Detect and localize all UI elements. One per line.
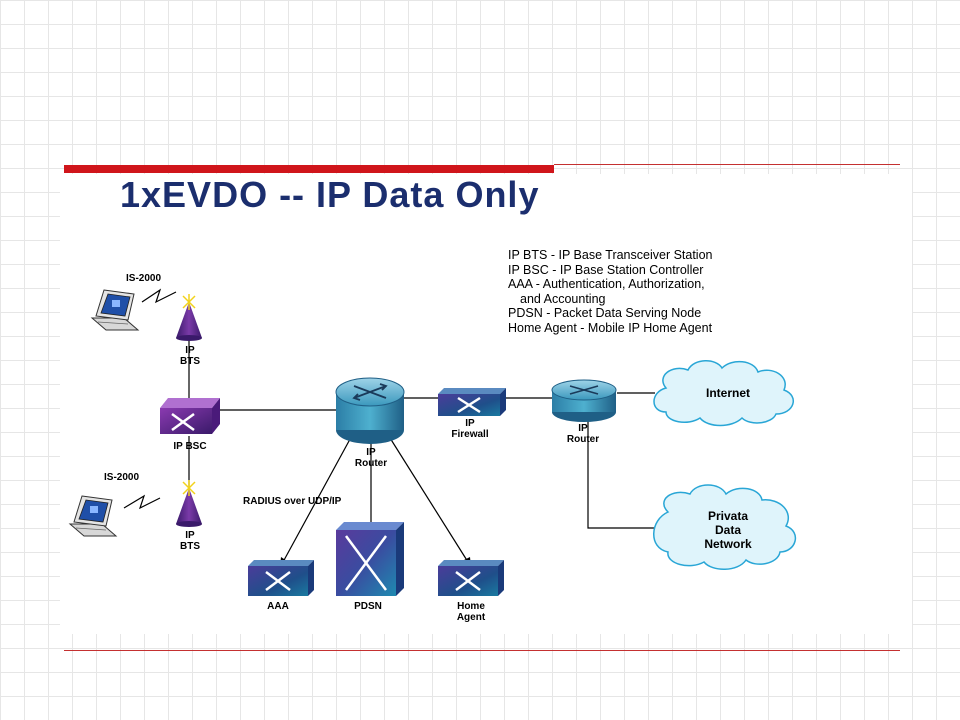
router-main-label-line1: IP	[366, 447, 376, 458]
legend-home-agent: Home Agent - Mobile IP Home Agent	[508, 320, 713, 335]
legend-aaa-cont: and Accounting	[520, 291, 606, 306]
firewall-label: IP Firewall	[440, 418, 500, 440]
router-icon	[551, 379, 617, 422]
private-network-label-line2: Data	[714, 523, 741, 537]
firewall-icon	[438, 388, 506, 416]
pdsn-server-icon	[336, 522, 404, 596]
bsc-label: IP BSC	[173, 441, 207, 452]
firewall-label-line1: IP	[465, 418, 475, 429]
private-network-label-line1: Privata	[707, 509, 749, 523]
router-right-label-line1: IP	[578, 423, 588, 434]
router-main-label: IP Router	[344, 447, 398, 469]
bts-bottom-label-line1: IP	[185, 530, 195, 541]
bts-top-label: IP BTS	[175, 345, 205, 367]
is2000-label-bottom: IS-2000	[104, 472, 140, 483]
is2000-label-top: IS-2000	[126, 273, 162, 284]
wireless-signal-icon	[141, 288, 177, 304]
radius-label: RADIUS over UDP/IP	[243, 496, 342, 507]
laptop-icon	[90, 289, 140, 331]
private-network-label: Privata Data Network	[690, 509, 766, 551]
link-router-homeagent	[384, 429, 469, 563]
home-agent-label: Home Agent	[446, 601, 496, 623]
legend: IP BTS - IP Base Transceiver Station IP …	[508, 248, 713, 336]
legend-aaa: AAA - Authentication, Authorization,	[508, 277, 705, 292]
home-agent-label-line1: Home	[457, 601, 485, 612]
private-network-cloud-icon	[653, 484, 797, 570]
bts-tower-icon	[176, 480, 202, 527]
footer-rule	[64, 650, 900, 651]
internet-cloud-icon	[653, 360, 794, 427]
legend-pdsn: PDSN - Packet Data Serving Node	[508, 306, 702, 321]
legend-bts: IP BTS - IP Base Transceiver Station	[508, 248, 713, 262]
wireless-signal-icon	[123, 494, 161, 510]
router-right-label: IP Router	[558, 423, 608, 445]
aaa-label: AAA	[267, 601, 289, 612]
legend-bsc: IP BSC - IP Base Station Controller	[508, 262, 704, 277]
firewall-label-line2: Firewall	[451, 429, 489, 440]
router-main-label-line2: Router	[354, 458, 388, 469]
internet-label: Internet	[705, 386, 750, 400]
link-router2-private	[587, 412, 655, 529]
router-right-label-line2: Router	[566, 434, 600, 445]
bts-bottom-label-line2: BTS	[180, 541, 200, 552]
header-rule-accent	[64, 165, 554, 173]
router-icon	[335, 377, 405, 444]
link-router-aaa	[282, 429, 356, 563]
laptop-icon	[68, 495, 118, 537]
home-agent-label-line2: Agent	[456, 612, 486, 623]
bts-top-label-line2: BTS	[180, 356, 200, 367]
bts-top-label-line1: IP	[185, 345, 195, 356]
home-agent-server-icon	[438, 560, 504, 596]
private-network-label-line3: Network	[704, 537, 752, 551]
connections	[188, 340, 655, 563]
header-rule-thin	[554, 164, 900, 165]
bsc-switch-icon	[160, 398, 220, 434]
bts-tower-icon	[176, 294, 202, 341]
pdsn-label: PDSN	[354, 601, 382, 612]
bts-bottom-label: IP BTS	[175, 530, 205, 552]
slide-title: 1xEVDO -- IP Data Only	[120, 174, 540, 215]
aaa-server-icon	[248, 560, 314, 596]
